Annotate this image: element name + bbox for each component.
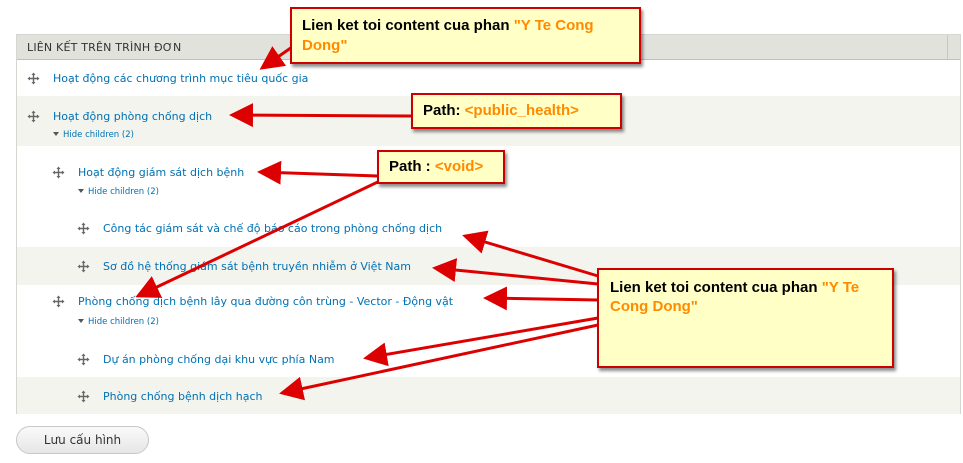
menu-link-surveillance-diagram[interactable]: Sơ đồ hệ thống giám sát bệnh truyền nhiễ… xyxy=(103,260,411,273)
callout-text: Lien ket toi content cua phan xyxy=(302,17,514,34)
drag-handle-icon[interactable] xyxy=(27,110,40,123)
callout-content-link-top: Lien ket toi content cua phan "Y Te Cong… xyxy=(290,7,641,64)
menu-link-vector-disease-prevention[interactable]: Phòng chống dịch bệnh lây qua đường côn … xyxy=(78,295,454,308)
hide-children-toggle[interactable]: Hide children (2) xyxy=(53,130,134,140)
hide-children-label: Hide children (2) xyxy=(88,187,159,197)
triangle-down-icon xyxy=(78,319,84,323)
callout-highlight: <void> xyxy=(434,158,484,175)
drag-handle-icon[interactable] xyxy=(77,353,90,366)
hide-children-label: Hide children (2) xyxy=(88,317,159,327)
drag-handle-icon[interactable] xyxy=(27,72,40,85)
callout-highlight: "Y Te Cong Dong" xyxy=(302,17,594,54)
drag-handle-icon[interactable] xyxy=(77,390,90,403)
menu-link-surveillance-reporting[interactable]: Công tác giám sát và chế độ báo cáo tron… xyxy=(103,222,443,235)
menu-link-plague-prevention[interactable]: Phòng chống bệnh dịch hạch xyxy=(103,390,263,403)
hide-children-label: Hide children (2) xyxy=(63,130,134,140)
drag-handle-icon[interactable] xyxy=(77,222,90,235)
callout-path-public-health: Path: <public_health> xyxy=(411,93,622,129)
callout-path-void: Path : <void> xyxy=(377,150,505,184)
triangle-down-icon xyxy=(78,189,84,193)
drag-handle-icon[interactable] xyxy=(52,295,65,308)
hide-children-toggle[interactable]: Hide children (2) xyxy=(78,317,159,327)
menu-link-epidemic-prevention[interactable]: Hoạt động phòng chống dịch xyxy=(53,110,213,123)
menu-link-rabies-prevention-south[interactable]: Dự án phòng chống dại khu vực phía Nam xyxy=(103,353,335,366)
column-title-menu-links: LIÊN KẾT TRÊN TRÌNH ĐƠN xyxy=(27,41,182,54)
callout-highlight: <public_health> xyxy=(464,102,579,119)
drag-handle-icon[interactable] xyxy=(52,166,65,179)
callout-text: Lien ket toi content cua phan xyxy=(610,279,822,296)
callout-text: Path: xyxy=(423,102,465,119)
table-row: Phòng chống bệnh dịch hạch xyxy=(17,377,960,414)
callout-text: Path : xyxy=(389,158,435,175)
menu-link-disease-surveillance[interactable]: Hoạt động giám sát dịch bệnh xyxy=(78,166,245,179)
drag-handle-icon[interactable] xyxy=(77,260,90,273)
column-divider xyxy=(947,35,948,59)
menu-link-national-target-programs[interactable]: Hoạt động các chương trình mục tiêu quốc… xyxy=(53,72,309,85)
hide-children-toggle[interactable]: Hide children (2) xyxy=(78,187,159,197)
save-configuration-button[interactable]: Lưu cấu hình xyxy=(16,426,149,454)
callout-highlight: "Y Te Cong Dong" xyxy=(610,279,860,315)
callout-content-link-bottom: Lien ket toi content cua phan "Y Te Cong… xyxy=(597,268,894,368)
triangle-down-icon xyxy=(53,132,59,136)
table-row: Hoạt động các chương trình mục tiêu quốc… xyxy=(17,60,960,96)
